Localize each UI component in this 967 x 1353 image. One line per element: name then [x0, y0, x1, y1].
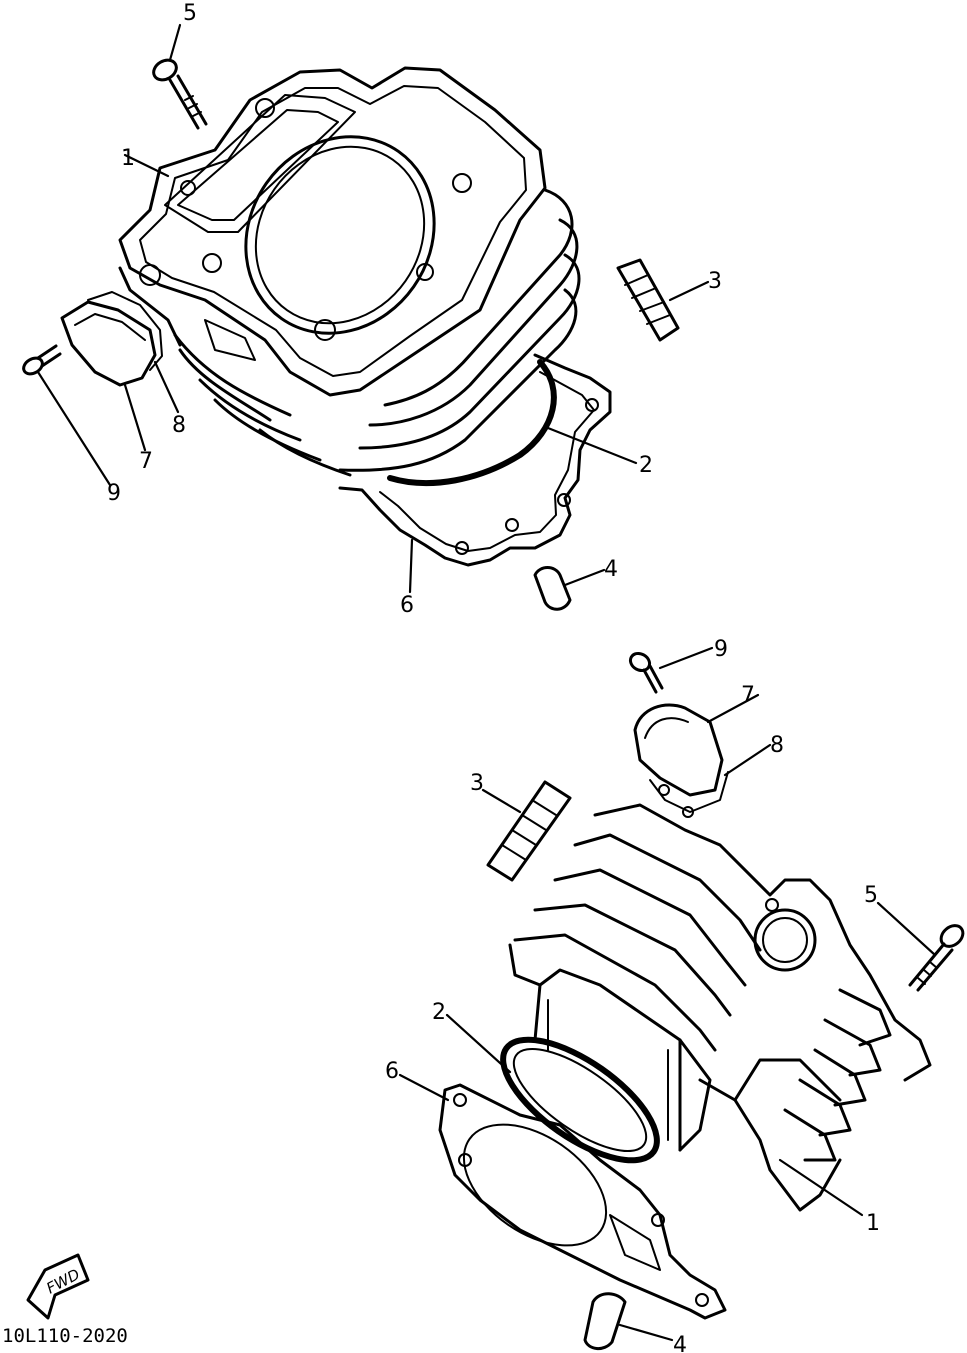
- bottom-callout-4: 4: [673, 1333, 687, 1353]
- bottom-side-cover: [633, 703, 724, 797]
- bottom-callout-7: 7: [741, 683, 755, 708]
- bottom-callout-8: 8: [770, 733, 784, 758]
- top-bolt: [152, 58, 208, 130]
- bottom-cover-gasket: [649, 771, 729, 818]
- bottom-callout-1: 1: [866, 1211, 880, 1236]
- top-callout-2: 2: [639, 453, 653, 478]
- top-side-cover: [60, 300, 157, 387]
- fwd-arrow-icon: FWD: [26, 1253, 90, 1320]
- top-o-ring: [387, 359, 557, 486]
- top-callout-4: 4: [604, 557, 618, 582]
- bottom-leader-lines: [398, 646, 937, 1342]
- top-callout-1: 1: [121, 146, 135, 171]
- figure-code: 10L110-2020: [2, 1325, 128, 1347]
- bottom-base-gasket: [438, 1083, 727, 1320]
- bottom-callout-9: 9: [714, 637, 728, 662]
- bottom-callout-5: 5: [864, 883, 878, 908]
- bottom-callout-3: 3: [470, 771, 484, 796]
- bottom-callout-2: 2: [432, 1000, 446, 1025]
- bottom-dowel-pin: [486, 780, 572, 882]
- bottom-assembly: 1 2 3 4 5 6 7 8 9: [385, 637, 965, 1353]
- top-leader-lines: [36, 23, 710, 594]
- top-cylinder-body: [118, 66, 581, 477]
- bottom-dowel-small: [583, 1292, 627, 1350]
- bottom-o-ring: [500, 1036, 660, 1164]
- top-callout-8: 8: [172, 413, 186, 438]
- top-callout-9: 9: [107, 481, 121, 506]
- top-cover-gasket: [87, 291, 163, 371]
- top-callout-6: 6: [400, 593, 414, 618]
- top-cover-screw: [22, 344, 62, 376]
- top-assembly: 1 2 3 4 5 6 7 8 9: [22, 1, 722, 618]
- top-base-gasket: [338, 353, 612, 567]
- bottom-bolt: [908, 924, 965, 992]
- top-dowel-small: [533, 566, 572, 611]
- bottom-cylinder-body: [508, 803, 932, 1212]
- bottom-callout-6: 6: [385, 1059, 399, 1084]
- bottom-cover-screw: [628, 651, 664, 694]
- top-callout-3: 3: [708, 269, 722, 294]
- top-callout-7: 7: [139, 449, 153, 474]
- top-callout-5: 5: [183, 1, 197, 26]
- top-dowel-pin: [616, 258, 680, 342]
